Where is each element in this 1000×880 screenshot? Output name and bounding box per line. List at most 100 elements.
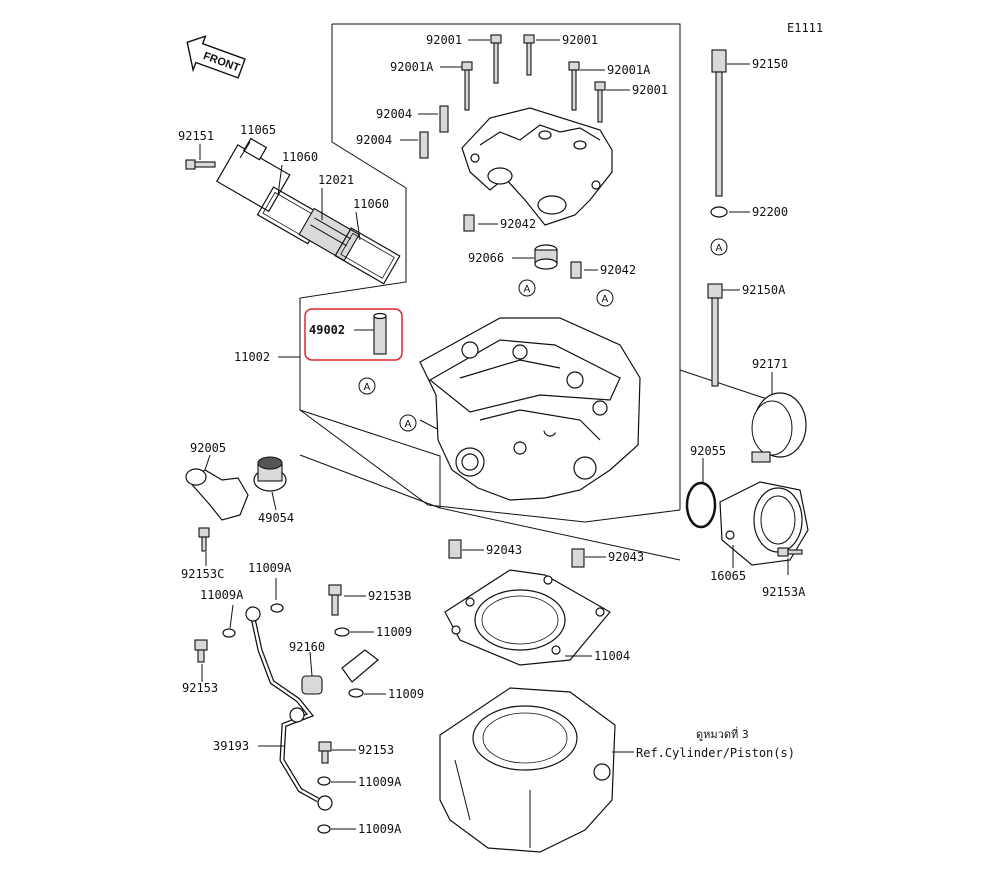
part-label: 92001A bbox=[390, 60, 434, 74]
dowel-pin bbox=[570, 261, 582, 279]
part-label: 11009 bbox=[388, 687, 424, 701]
oil-pipe bbox=[245, 606, 379, 811]
svg-text:A: A bbox=[405, 419, 412, 430]
part-label: 11002 bbox=[234, 350, 270, 364]
washer bbox=[334, 627, 350, 637]
part-label: 92005 bbox=[190, 441, 226, 455]
part-label: 92153 bbox=[182, 681, 218, 695]
part-label-highlighted: 49002 bbox=[309, 323, 345, 337]
part-label: 11009A bbox=[358, 775, 402, 789]
bolt-icon bbox=[198, 527, 210, 552]
callout-a: A bbox=[710, 238, 728, 256]
svg-text:A: A bbox=[602, 294, 609, 305]
breather-bolt-icon bbox=[185, 159, 216, 170]
part-label: 92151 bbox=[178, 129, 214, 143]
plug-seal bbox=[534, 244, 558, 270]
dowel-pin bbox=[571, 548, 585, 568]
callout-a: A bbox=[596, 289, 614, 307]
washer bbox=[317, 824, 331, 834]
part-label: 92066 bbox=[468, 251, 504, 265]
water-outlet bbox=[185, 468, 249, 521]
bolt-icon bbox=[318, 741, 332, 764]
part-label: 92004 bbox=[376, 107, 412, 121]
bolt-icon bbox=[594, 81, 606, 123]
washer bbox=[270, 603, 284, 613]
part-label: 11009A bbox=[358, 822, 402, 836]
part-label: 92200 bbox=[752, 205, 788, 219]
part-label: 49054 bbox=[258, 511, 294, 525]
washer bbox=[348, 688, 364, 698]
part-label: 92150A bbox=[742, 283, 786, 297]
bolt-icon bbox=[328, 584, 342, 616]
part-label: 12021 bbox=[318, 173, 354, 187]
washer bbox=[317, 776, 331, 786]
assembly-outline bbox=[299, 23, 801, 561]
washer bbox=[710, 206, 728, 218]
front-arrow-icon: FRONT bbox=[186, 35, 246, 79]
part-label: 11065 bbox=[240, 123, 276, 137]
leader-lines bbox=[199, 39, 789, 830]
part-label: 92150 bbox=[752, 57, 788, 71]
part-label: 11009A bbox=[200, 588, 244, 602]
part-label: 92153C bbox=[181, 567, 224, 581]
valve-guide bbox=[373, 312, 387, 355]
stud-bolt-long bbox=[711, 49, 727, 197]
part-label: 92001 bbox=[562, 33, 598, 47]
stud-bolt bbox=[707, 283, 723, 387]
part-label: 11060 bbox=[353, 197, 389, 211]
o-ring bbox=[685, 481, 717, 529]
part-labels: 92001 92001 92001A 92001A 92001 92004 92… bbox=[178, 33, 806, 836]
part-label: 92160 bbox=[289, 640, 325, 654]
callout-a: A bbox=[399, 414, 417, 432]
callout-a: A bbox=[518, 279, 536, 297]
part-label: 16065 bbox=[710, 569, 746, 583]
bolt-icon bbox=[194, 639, 208, 663]
part-label: 92042 bbox=[500, 217, 536, 231]
bolt-icon bbox=[777, 547, 803, 557]
breather-cover bbox=[216, 137, 291, 213]
bracket bbox=[301, 675, 323, 695]
part-label: 92001A bbox=[607, 63, 651, 77]
camshaft-holder bbox=[461, 107, 613, 226]
head-gasket bbox=[444, 569, 611, 666]
bolt-icon bbox=[490, 34, 502, 84]
part-label: 11009 bbox=[376, 625, 412, 639]
part-label: 92001 bbox=[426, 33, 462, 47]
highlight-box bbox=[304, 308, 403, 361]
part-label: 92043 bbox=[486, 543, 522, 557]
svg-text:A: A bbox=[524, 284, 531, 295]
part-label: 92042 bbox=[600, 263, 636, 277]
svg-text:A: A bbox=[716, 243, 723, 254]
diagram-code: E1111 bbox=[787, 21, 823, 35]
part-label: 11004 bbox=[594, 649, 630, 663]
part-label: 92153 bbox=[358, 743, 394, 757]
part-label: 39193 bbox=[213, 739, 249, 753]
part-label: 92153A bbox=[762, 585, 806, 599]
svg-text:A: A bbox=[364, 382, 371, 393]
part-label: 92153B bbox=[368, 589, 411, 603]
stud-icon bbox=[439, 105, 449, 133]
cylinder-reference bbox=[439, 687, 616, 853]
part-label: 92043 bbox=[608, 550, 644, 564]
part-label: 92001 bbox=[632, 83, 668, 97]
top-bolts bbox=[419, 34, 606, 159]
part-label: 11009A bbox=[248, 561, 292, 575]
bolt-icon bbox=[523, 34, 535, 76]
cylinder-head bbox=[419, 317, 641, 501]
part-label: 11060 bbox=[282, 150, 318, 164]
hose-clamp bbox=[751, 392, 807, 463]
thermostat bbox=[253, 456, 287, 492]
gasket bbox=[334, 227, 401, 285]
dowel-pin bbox=[448, 539, 462, 559]
part-label: 92171 bbox=[752, 357, 788, 371]
stud-icon bbox=[419, 131, 429, 159]
bolt-icon bbox=[568, 61, 580, 111]
callout-a: A bbox=[358, 377, 376, 395]
part-label: 92055 bbox=[690, 444, 726, 458]
reed-valve bbox=[298, 207, 360, 262]
dowel-pin bbox=[463, 214, 475, 232]
bolt-icon bbox=[461, 61, 473, 111]
part-label: 92004 bbox=[356, 133, 392, 147]
